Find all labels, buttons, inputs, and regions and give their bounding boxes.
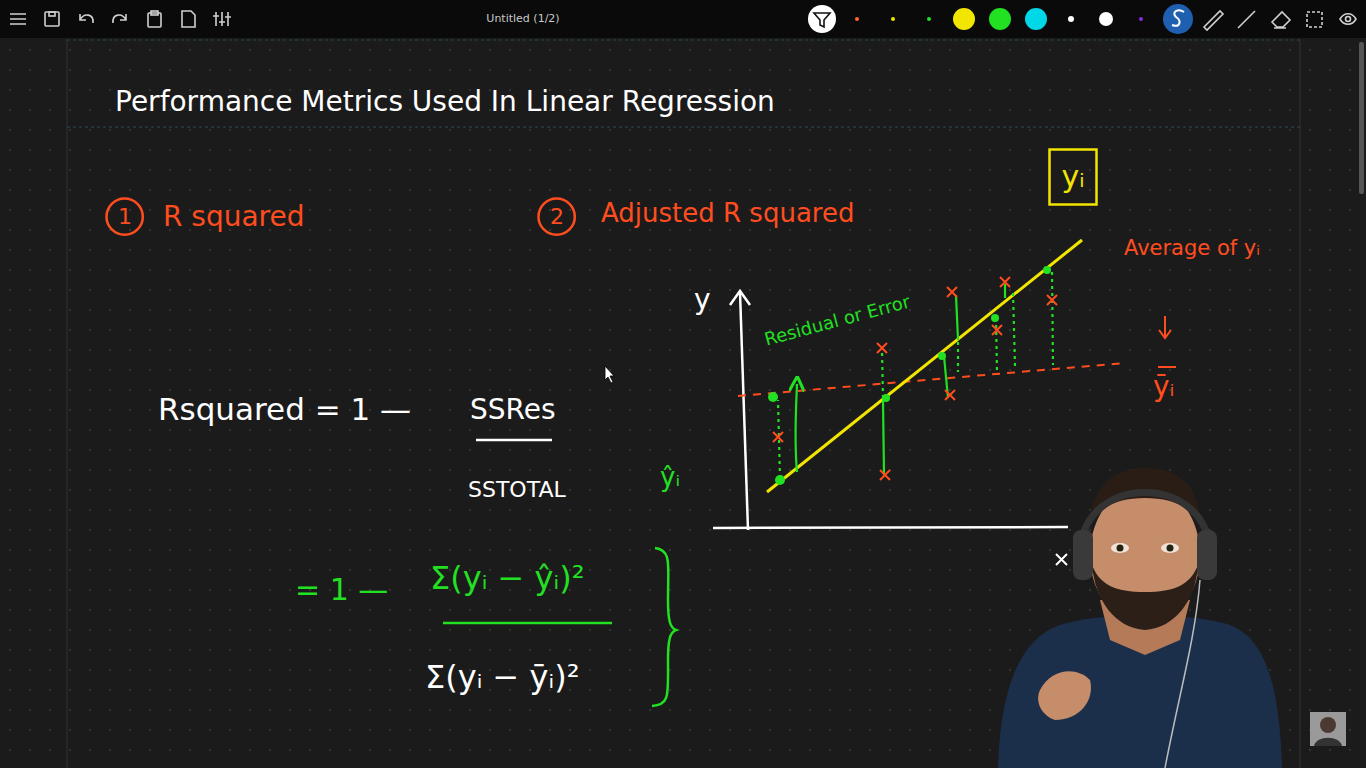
annotation: Average of yᵢ: [1124, 236, 1260, 260]
math-symbol: ȳᵢ: [1153, 371, 1175, 403]
box-outline: [1050, 150, 1097, 205]
metric-name: Adjusted R squared: [601, 199, 854, 229]
curly-bracket: [652, 548, 676, 706]
annotation: Residual or Error: [762, 291, 912, 350]
scrollbar: [1359, 42, 1364, 194]
presenter-webcam: [998, 468, 1282, 768]
formula-text: Rsquared = 1 —: [158, 392, 411, 428]
math-symbol: ŷᵢ: [660, 463, 680, 493]
formula-text: SSRes: [470, 394, 556, 426]
page-title: Performance Metrics Used In Linear Regre…: [115, 86, 775, 118]
highlight-box: yᵢ: [1048, 148, 1098, 206]
formula-text: Σ(yᵢ − ŷᵢ)²: [430, 560, 584, 597]
avatar-thumbnail: [1310, 712, 1346, 746]
formula-text: = 1 —: [295, 573, 388, 608]
canvas-frame: [67, 40, 1300, 768]
circle-outline: [539, 199, 575, 235]
axis-label: y: [694, 284, 711, 316]
formula-text: Σ(yᵢ − ȳᵢ)²: [425, 659, 579, 696]
fraction-bar: [476, 439, 552, 442]
node-text: 2: [550, 204, 564, 229]
number-circle: 2: [537, 197, 576, 236]
node-text: yᵢ: [1061, 160, 1084, 195]
toolbar: [0, 0, 1366, 38]
node-text: 1: [118, 204, 132, 229]
close-mark: [1056, 554, 1067, 565]
fraction-bar: [443, 622, 612, 625]
formula-text: SSTOTAL: [468, 477, 566, 502]
mouse-cursor: [605, 366, 614, 383]
number-circle: 1: [105, 197, 144, 236]
document-name: Untitled (1/2): [486, 13, 559, 26]
circle-outline: [107, 199, 143, 235]
metric-name: R squared: [163, 201, 305, 233]
